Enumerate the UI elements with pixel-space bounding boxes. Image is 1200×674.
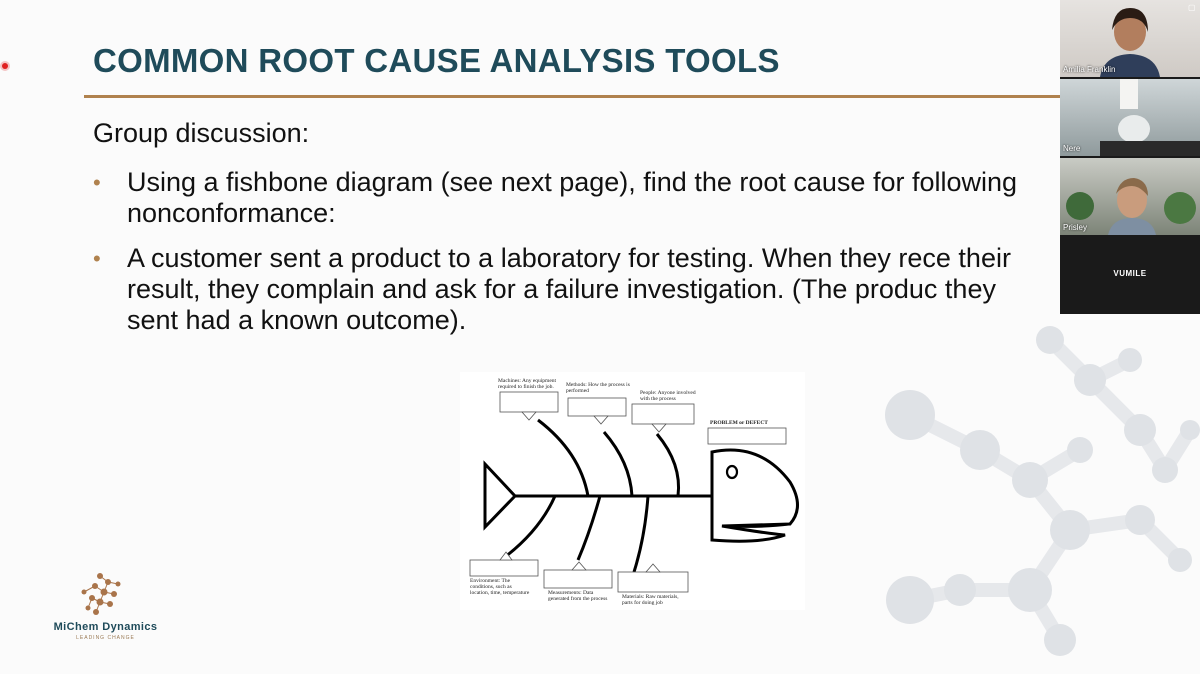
participant-name: Nere bbox=[1063, 144, 1081, 153]
cause-box-environment bbox=[469, 559, 539, 577]
more-options-icon[interactable]: ▢ bbox=[1188, 3, 1196, 12]
participant-name: Amilia Franklin bbox=[1063, 65, 1116, 74]
arrow-down-icon bbox=[593, 415, 609, 425]
participant-video-panel: ▢ Amilia Franklin Nere Prisley VUMILE bbox=[1060, 0, 1200, 314]
arrow-up-icon bbox=[645, 563, 661, 573]
bone-environment bbox=[504, 495, 557, 559]
label-people: People: Anyone involved with the process bbox=[640, 390, 697, 402]
cause-box-methods bbox=[567, 397, 627, 417]
participant-video bbox=[1066, 178, 1196, 235]
bullet-icon: • bbox=[93, 170, 101, 195]
participant-video bbox=[1100, 79, 1200, 156]
bullet-icon: • bbox=[93, 246, 101, 271]
label-problem: PROBLEM or DEFECT bbox=[710, 420, 768, 426]
bullet-item-2: • A customer sent a product to a laborat… bbox=[93, 243, 1053, 336]
fishbone-diagram: Machines: Any equipment required to fini… bbox=[460, 372, 805, 610]
arrow-down-icon bbox=[521, 411, 537, 421]
bone-measurements bbox=[576, 495, 602, 561]
label-environment: Environment: The conditions, such as loc… bbox=[470, 578, 530, 596]
arrow-up-icon bbox=[499, 551, 513, 561]
title-divider bbox=[84, 95, 1074, 98]
participant-name: Prisley bbox=[1063, 223, 1088, 232]
participant-avatar bbox=[1100, 8, 1160, 77]
slide-body: Group discussion: • Using a fishbone dia… bbox=[93, 117, 1053, 350]
cause-box-materials bbox=[617, 571, 689, 593]
label-materials: Materials: Raw materials, parts for doin… bbox=[622, 594, 680, 606]
bone-methods bbox=[602, 431, 634, 497]
slide-title: COMMON ROOT CAUSE ANALYSIS TOOLS bbox=[93, 42, 780, 79]
company-logo: MiChem Dynamics LEADING CHANGE bbox=[48, 570, 163, 645]
label-machines: Machines: Any equipment required to fini… bbox=[498, 378, 557, 390]
bone-machines bbox=[537, 418, 590, 497]
cause-box-machines bbox=[499, 391, 559, 413]
logo-tagline: LEADING CHANGE bbox=[76, 635, 135, 641]
molecule-logo-icon bbox=[81, 573, 121, 615]
participant-tile-4[interactable]: VUMILE bbox=[1060, 237, 1200, 314]
arrow-up-icon bbox=[571, 561, 587, 571]
participant-name: VUMILE bbox=[1113, 269, 1147, 278]
participant-tile-3[interactable]: Prisley bbox=[1060, 158, 1200, 235]
bullet-text-2: A customer sent a product to a laborator… bbox=[127, 243, 1011, 335]
group-discussion-heading: Group discussion: bbox=[93, 118, 310, 148]
arrow-down-icon bbox=[651, 423, 667, 433]
participant-tile-2[interactable]: Nere bbox=[1060, 79, 1200, 156]
label-measurements: Measurements: Data generated from the pr… bbox=[548, 590, 607, 602]
fish-tail bbox=[483, 460, 518, 531]
bullet-item-1: • Using a fishbone diagram (see next pag… bbox=[93, 167, 1053, 229]
logo-name: MiChem Dynamics bbox=[53, 621, 158, 633]
bullet-text-1: Using a fishbone diagram (see next page)… bbox=[127, 167, 1018, 228]
laser-pointer-dot bbox=[2, 63, 8, 69]
bone-people bbox=[655, 433, 681, 497]
cause-box-people bbox=[631, 403, 695, 425]
cause-box-measurements bbox=[543, 569, 613, 589]
label-methods: Methods: How the process is performed bbox=[566, 382, 631, 394]
participant-tile-1[interactable]: ▢ Amilia Franklin bbox=[1060, 0, 1200, 77]
fish-mouth bbox=[721, 522, 791, 528]
fish-eye bbox=[725, 464, 739, 480]
bone-materials bbox=[632, 495, 650, 573]
problem-box bbox=[707, 427, 787, 445]
